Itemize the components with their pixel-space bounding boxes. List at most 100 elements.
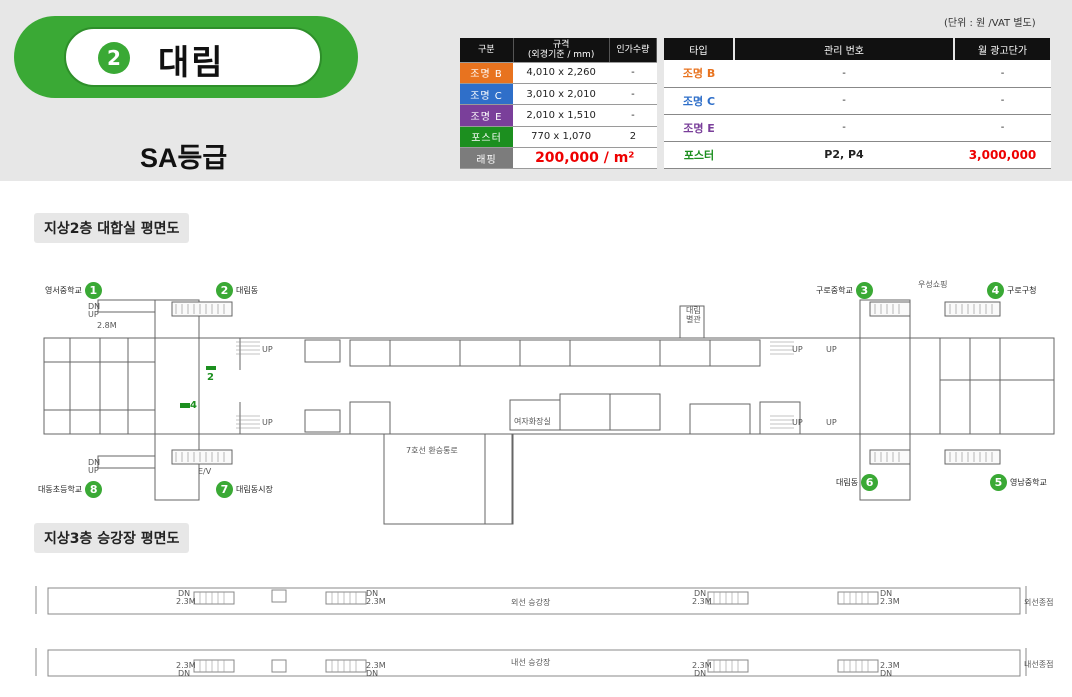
ad-header-id: 관리 번호: [734, 38, 955, 60]
station-badge: 2 대림: [14, 16, 358, 98]
transfer-label: 7호선 환승통로: [406, 446, 458, 455]
ad-row-price: 3,000,000: [954, 141, 1051, 169]
exit-6-marker: 대림동 6: [836, 474, 879, 491]
exit-8-number: 8: [85, 481, 103, 498]
ad-header-type: 타입: [664, 38, 735, 60]
stair-width-label: 2.8M: [97, 321, 117, 330]
ad-row: 조명 B - -: [664, 60, 1051, 88]
exit-3-number: 3: [855, 282, 873, 299]
stair-up-label-b: UP: [88, 466, 99, 475]
ad-row-type: 포스터: [664, 141, 734, 169]
exit-4-marker: 4 구로구청: [987, 282, 1036, 299]
inner-platform-label: 내선 승강장: [511, 658, 551, 667]
ad-row-id: -: [734, 60, 954, 88]
f3-dn-label-8: DN: [880, 669, 893, 678]
exit-2-name: 대림동: [236, 286, 259, 295]
spec-row-qty: -: [609, 62, 657, 84]
inner-end-label: 내선종점: [1024, 660, 1054, 669]
exit-7-marker: 7 대림동시장: [216, 481, 273, 498]
f3-width-label-4: 2.3M: [880, 597, 900, 606]
ad-spot-p4-mark: [180, 403, 190, 408]
ad-spot-p2: 2: [207, 372, 214, 383]
up-label-2: UP: [262, 418, 273, 427]
exit-4-number: 4: [987, 282, 1004, 299]
exit-4-name: 구로구청: [1007, 286, 1037, 295]
f3-width-label-1: 2.3M: [176, 597, 196, 606]
exit-7-name: 대림동시장: [236, 485, 273, 494]
f3-width-label-2: 2.3M: [366, 597, 386, 606]
ad-row: 포스터 P2, P4 3,000,000: [664, 141, 1051, 169]
exit-5-name: 영남중학교: [1010, 478, 1047, 487]
ad-row-type: 조명 E: [664, 114, 734, 142]
station-name: 대림: [158, 43, 225, 83]
floor2-title: 지상2층 대합실 평면도: [34, 213, 190, 243]
spec-row: 조명 B 4,010 x 2,260 -: [460, 62, 657, 84]
exit-3-name: 구로중학교: [816, 286, 853, 295]
exit-8-marker: 대동초등학교 8: [38, 481, 103, 498]
exit-2-marker: 2 대림동: [216, 282, 258, 299]
exit-6-name: 대림동: [836, 478, 859, 487]
wrapping-price: 200,000 / m²: [513, 147, 657, 170]
floor2-plan: [43, 299, 1055, 525]
f3-dn-label-2: DN: [366, 589, 379, 598]
ad-row: 조명 E - -: [664, 114, 1051, 142]
f3-width-label-8: 2.3M: [880, 661, 900, 670]
spec-row-qty: -: [609, 104, 657, 127]
wrapping-label: 래핑: [460, 147, 513, 170]
ad-row-type: 조명 C: [664, 87, 734, 115]
spec-row-size: 3,010 x 2,010: [513, 83, 610, 106]
up-label-4: UP: [792, 418, 803, 427]
up-label-1: UP: [262, 345, 273, 354]
spec-row-size: 2,010 x 1,510: [513, 104, 610, 127]
ad-spot-p4: 4: [190, 400, 197, 411]
stair-dn-label: DN: [88, 302, 101, 311]
exit-2-number: 2: [216, 282, 233, 299]
f3-dn-label-7: DN: [694, 669, 707, 678]
spec-row-label: 조명 C: [460, 83, 513, 106]
ad-row-price: -: [954, 87, 1051, 115]
exit-3-marker: 구로중학교 3: [816, 282, 873, 299]
exit-1-marker: 영서중학교 1: [45, 282, 102, 299]
floor3-title: 지상3층 승강장 평면도: [34, 523, 190, 553]
spec-row-qty: 2: [609, 126, 657, 149]
f3-width-label-3: 2.3M: [692, 597, 712, 606]
exit-7-number: 7: [216, 481, 233, 498]
unit-note: (단위 : 원 /VAT 별도): [944, 18, 1036, 29]
spec-header-type: 구분: [460, 38, 514, 63]
spec-row-wrapping: 래핑 200,000 / m²: [460, 147, 657, 170]
ad-row-id: -: [734, 114, 954, 142]
spec-row-size: 4,010 x 2,260: [513, 62, 610, 84]
restroom-label: 여자화장실: [514, 417, 551, 426]
elevator-label: E/V: [198, 467, 212, 476]
exit-1-number: 1: [84, 282, 102, 299]
spec-table: 구분 규격 (외경기준 / mm) 인가수량 조명 B 4,010 x 2,26…: [460, 38, 658, 170]
stair-up-label: UP: [88, 310, 99, 319]
ad-price-table: 타입 관리 번호 월 광고단가 조명 B - - 조명 C - - 조명 E -…: [664, 38, 1052, 169]
ad-row-id: P2, P4: [734, 141, 954, 169]
ad-row-price: -: [954, 60, 1051, 88]
spec-row: 포스터 770 x 1,070 2: [460, 126, 657, 149]
f3-width-label-6: 2.3M: [366, 661, 386, 670]
spec-row: 조명 C 3,010 x 2,010 -: [460, 83, 657, 106]
up-label-5: UP: [826, 345, 837, 354]
f3-dn-label-1: DN: [178, 589, 191, 598]
exit-6-number: 6: [861, 474, 879, 491]
spec-header-size: 규격 (외경기준 / mm): [513, 38, 610, 63]
floor3-plan: [35, 586, 1027, 677]
exit-8-name: 대동초등학교: [38, 485, 83, 494]
outer-platform-label: 외선 승강장: [511, 598, 551, 607]
ad-row-id: -: [734, 87, 954, 115]
outer-end-label: 외선종점: [1024, 598, 1054, 607]
f3-dn-label-5: DN: [178, 669, 191, 678]
exit-5-number: 5: [990, 474, 1007, 491]
station-badge-inner: 2 대림: [64, 27, 322, 87]
f3-dn-label-6: DN: [366, 669, 379, 678]
ad-row-type: 조명 B: [664, 60, 734, 88]
spec-row-label: 포스터: [460, 126, 513, 149]
spec-row-qty: -: [609, 83, 657, 106]
ad-row: 조명 C - -: [664, 87, 1051, 115]
f3-width-label-5: 2.3M: [176, 661, 196, 670]
station-grade: SA등급: [140, 143, 228, 173]
spec-row-label: 조명 B: [460, 62, 513, 84]
spec-row-label: 조명 E: [460, 104, 513, 127]
